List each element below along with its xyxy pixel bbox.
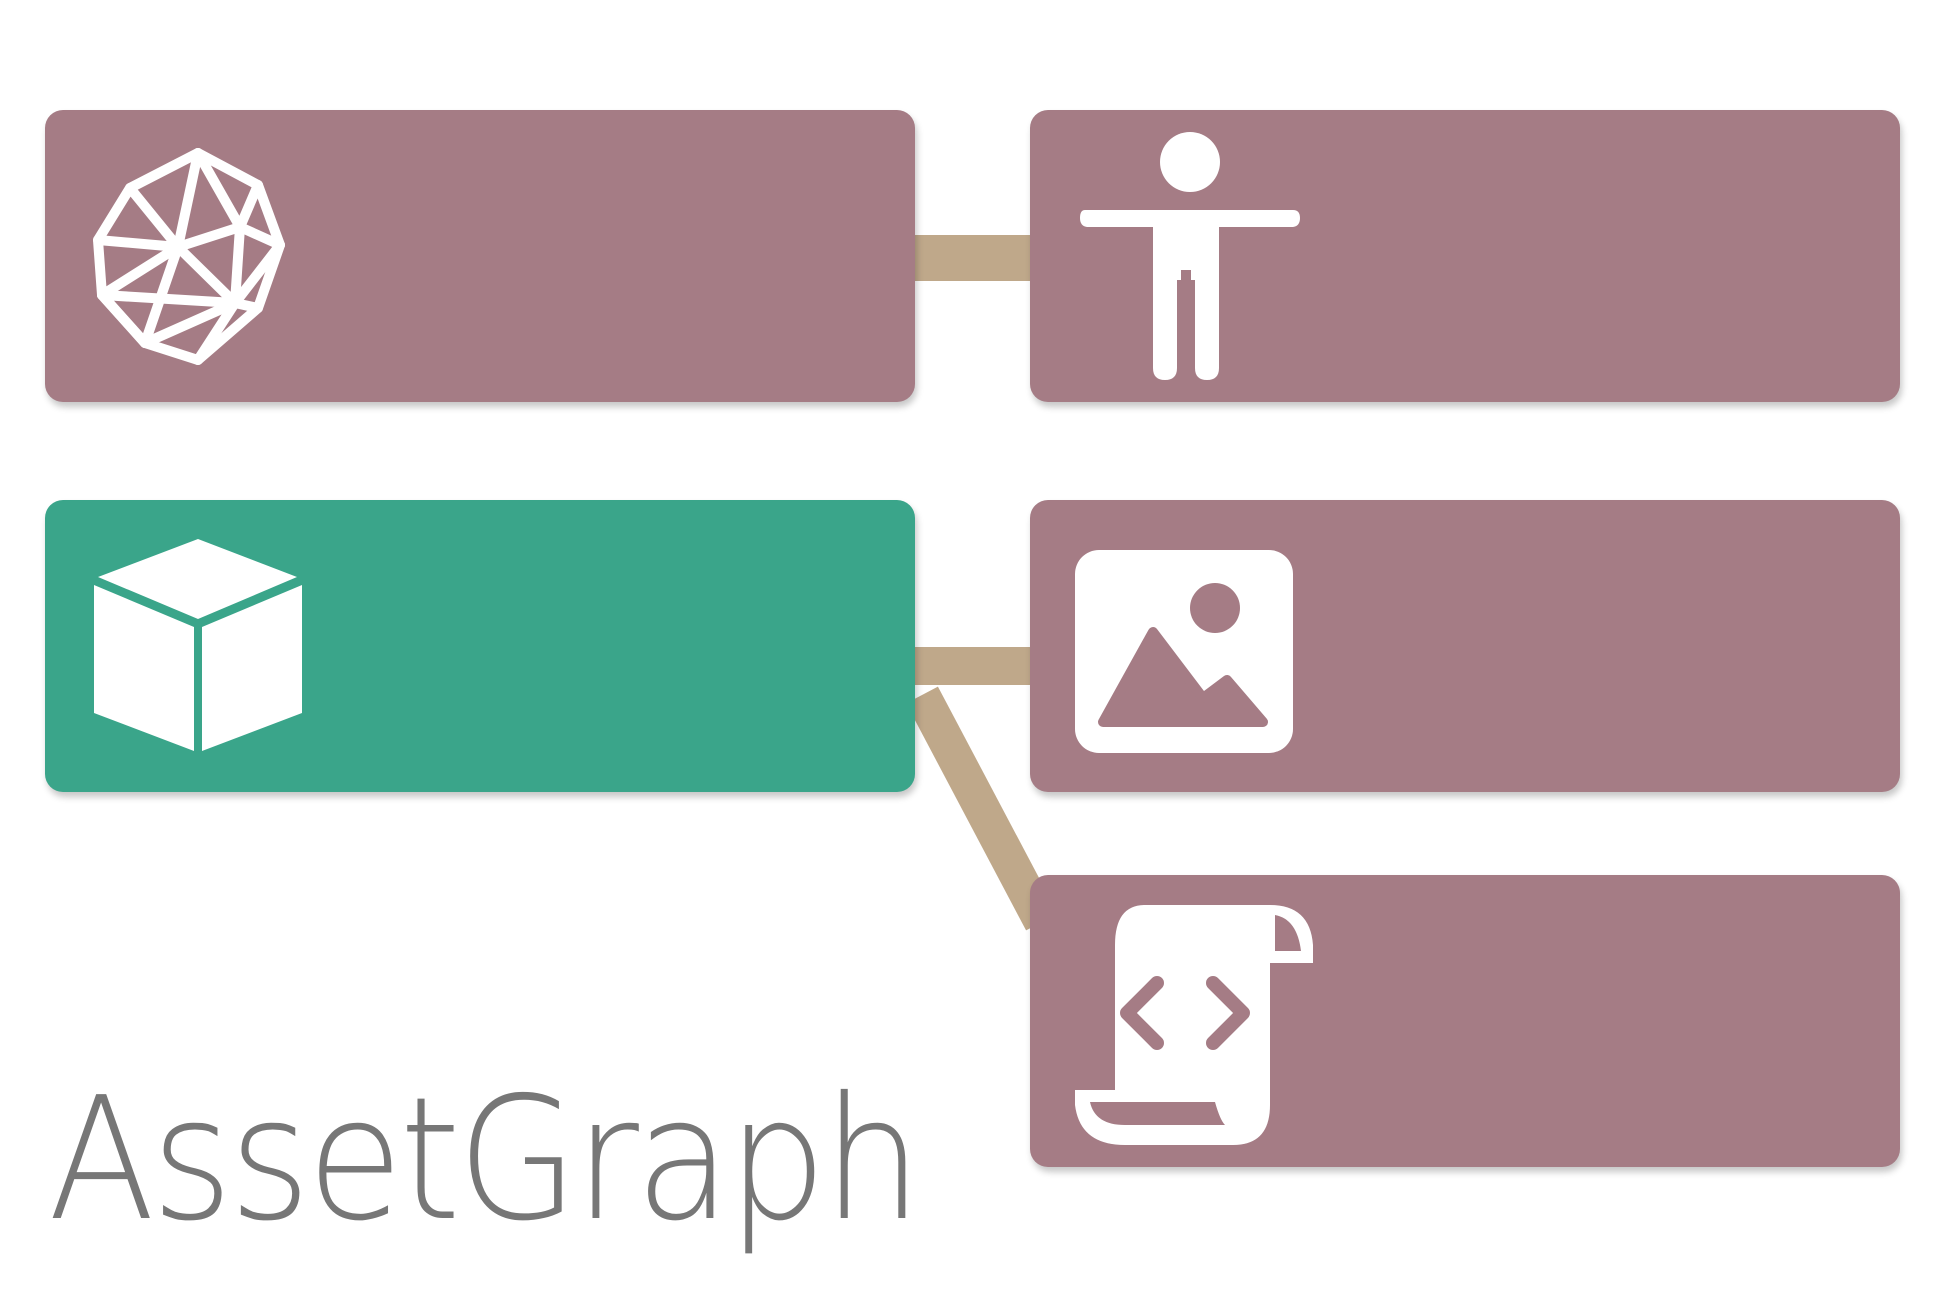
- polyhedron-mesh-icon: [90, 145, 315, 370]
- node-script[interactable]: [1030, 875, 1900, 1167]
- code-scroll-icon: [1075, 905, 1325, 1150]
- node-rig[interactable]: [1030, 110, 1900, 402]
- image-icon: [1075, 550, 1295, 755]
- node-texture[interactable]: [1030, 500, 1900, 792]
- cube-icon: [90, 535, 315, 760]
- node-prefab[interactable]: [45, 500, 915, 792]
- app-logo-text: AssetGraph: [48, 1061, 922, 1259]
- human-figure-icon: [1075, 130, 1305, 385]
- edge-prefab-script: [906, 686, 1058, 931]
- node-mesh[interactable]: [45, 110, 915, 402]
